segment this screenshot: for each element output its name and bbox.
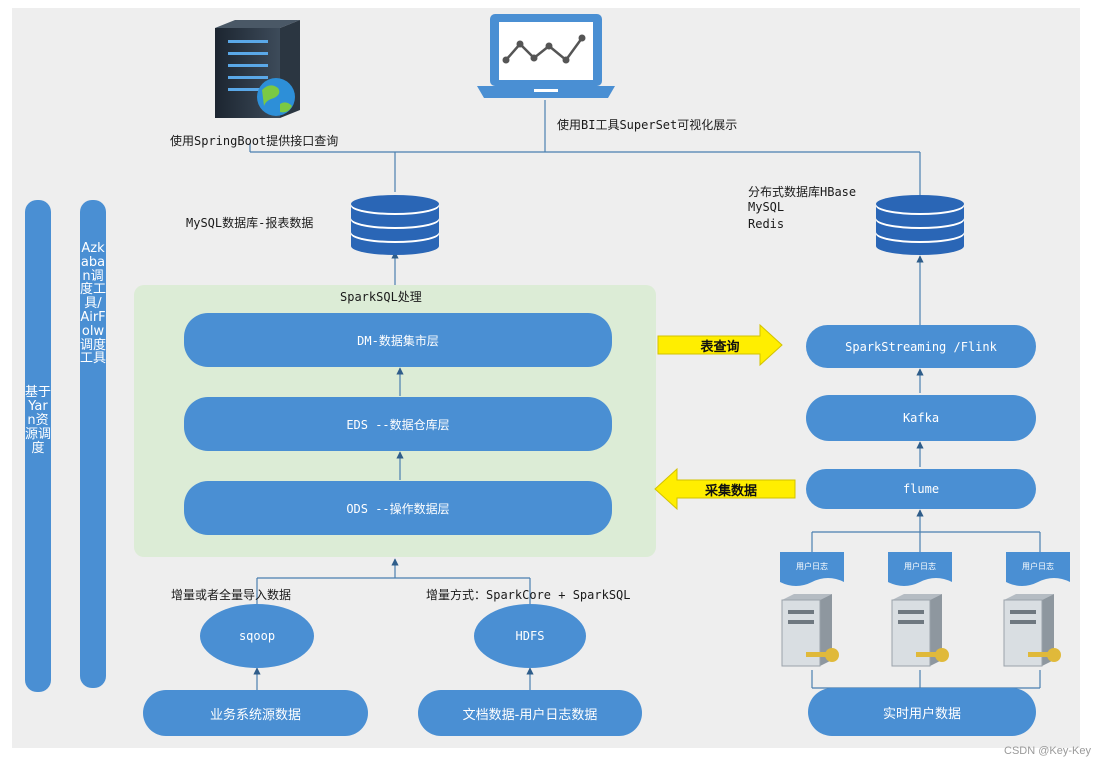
ods-layer: ODS --操作数据层	[184, 481, 612, 535]
user-log-doc-2	[888, 552, 952, 586]
watermark: CSDN @Key-Key	[1004, 745, 1091, 757]
server-caption: 使用SpringBoot提供接口查询	[170, 134, 339, 148]
server-key-icon-1	[781, 594, 839, 667]
user-log-doc-3	[1006, 552, 1070, 586]
flume-node: flume	[806, 469, 1036, 509]
dm-layer: DM-数据集市层	[184, 313, 612, 367]
yarn-bar-text: 基于Yarn资源调度	[25, 385, 52, 456]
nosql-database-icon	[876, 195, 964, 255]
query-arrow-label: 表查询	[700, 339, 740, 355]
laptop-caption: 使用BI工具SuperSet可视化展示	[557, 118, 738, 132]
user-log-doc-label-3: 用户日志	[1022, 561, 1054, 571]
user-log-doc-label-1: 用户日志	[796, 561, 828, 571]
sparksql-panel-title: SparkSQL处理	[340, 290, 422, 304]
collect-arrow-label: 采集数据	[704, 483, 757, 499]
business-source-node: 业务系统源数据	[143, 690, 368, 736]
sqoop-node: sqoop	[200, 604, 314, 668]
collect-arrow	[654, 467, 796, 511]
server-icon	[215, 20, 300, 118]
kafka-node: Kafka	[806, 395, 1036, 441]
mysql-database-icon	[351, 195, 439, 255]
nosql-caption-line1: 分布式数据库HBase	[748, 185, 857, 199]
increment-caption: 增量方式：SparkCore + SparkSQL	[426, 588, 631, 602]
azkaban-scheduling-bar: Azkaban调度工具/AirFolw调度工具	[80, 200, 106, 688]
streaming-node: SparkStreaming /Flink	[806, 325, 1036, 368]
server-key-icon-2	[891, 594, 949, 667]
yarn-scheduling-bar: 基于Yarn资源调度	[25, 200, 51, 692]
nosql-caption-line2: MySQL	[748, 200, 785, 214]
import-caption: 增量或者全量导入数据	[171, 588, 292, 602]
laptop-chart-icon	[477, 14, 615, 98]
server-key-icon-3	[1003, 594, 1061, 667]
nosql-caption-line3: Redis	[748, 217, 785, 231]
user-log-doc-1	[780, 552, 844, 586]
hdfs-node: HDFS	[474, 604, 586, 668]
eds-layer: EDS --数据仓库层	[184, 397, 612, 451]
realtime-user-data-node: 实时用户数据	[808, 688, 1036, 736]
doc-data-node: 文档数据-用户日志数据	[418, 690, 642, 736]
mysql-caption: MySQL数据库-报表数据	[186, 216, 314, 230]
user-log-doc-label-2: 用户日志	[904, 561, 936, 571]
azkaban-bar-text: Azkaban调度工具/AirFolw调度工具	[80, 241, 107, 367]
query-arrow	[657, 323, 783, 367]
